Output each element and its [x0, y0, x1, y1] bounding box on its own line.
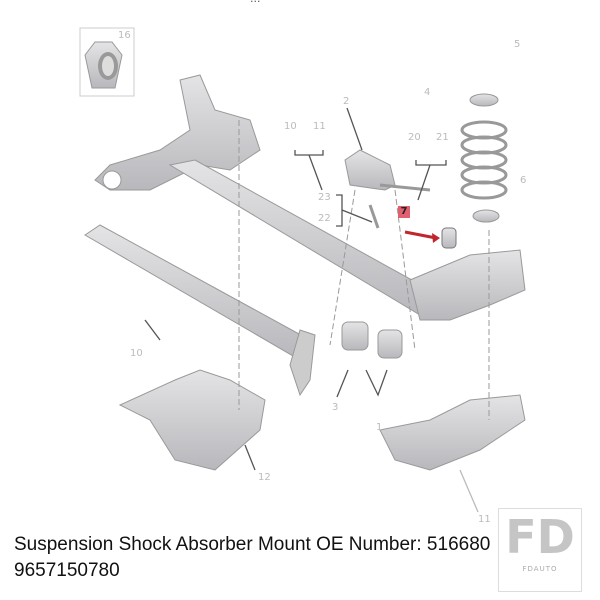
highlighted-callout-7: 7 — [398, 206, 410, 218]
callout-label: 11 — [478, 514, 491, 525]
bushings — [341, 321, 403, 359]
heat-shields — [118, 369, 526, 471]
coil-spring — [460, 93, 508, 223]
caption-line-1: Suspension Shock Absorber Mount OE Numbe… — [14, 534, 491, 555]
callout-label: 16 — [118, 30, 131, 41]
rear-axle-beam — [94, 74, 526, 321]
caption-line-2: 9657150780 — [14, 560, 120, 581]
cross-tube — [84, 224, 316, 397]
nut-inset — [79, 27, 135, 97]
callout-label: 23 — [318, 192, 331, 203]
callout-labels: 16 2 10 11 20 21 23 22 5 4 6 10 12 3 1 1… — [118, 30, 526, 525]
callout-label: 12 — [258, 472, 271, 483]
callout-label: 22 — [318, 213, 331, 224]
callout-label: 11 — [313, 121, 326, 132]
callout-label: 21 — [436, 132, 449, 143]
callout-label: 4 — [424, 87, 430, 98]
callout-label: 5 — [514, 39, 520, 50]
callout-label: 3 — [332, 402, 338, 413]
callout-label: 1 — [376, 422, 382, 433]
callout-label: 20 — [408, 132, 421, 143]
fdauto-watermark: FD FDAUTO — [498, 508, 582, 592]
alignment-lines — [238, 120, 490, 420]
watermark-logo: FD — [505, 510, 575, 564]
watermark-text: FDAUTO — [522, 565, 558, 573]
callout-label: 6 — [520, 175, 526, 186]
callout-label: 2 — [343, 96, 349, 107]
top-cropped-text: ... — [250, 0, 261, 5]
callout-label: 10 — [130, 348, 143, 359]
shock-absorber-mount — [404, 227, 457, 249]
product-caption: Suspension Shock Absorber Mount OE Numbe… — [14, 532, 490, 584]
callout-label: 10 — [284, 121, 297, 132]
leader-lines — [144, 107, 479, 513]
